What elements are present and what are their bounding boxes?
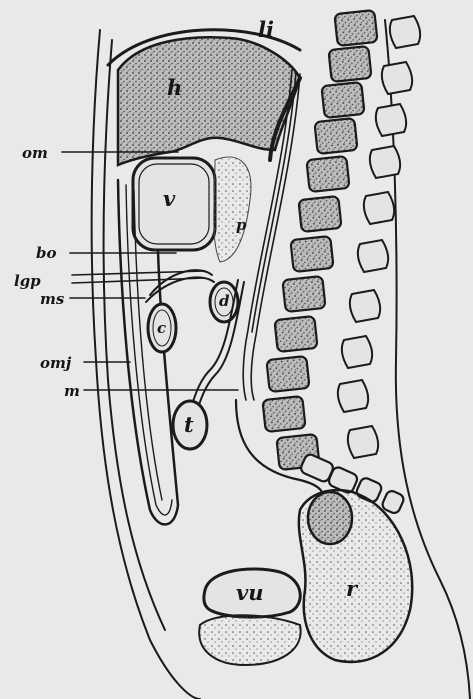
spinous-process: [382, 62, 412, 94]
label-omj: omj: [40, 354, 72, 372]
vertebra: [274, 316, 317, 352]
vertebra: [334, 10, 377, 46]
spinous-process: [376, 104, 406, 136]
vertebra: [321, 82, 364, 118]
label-li: li: [258, 17, 274, 42]
vertebra: [306, 156, 349, 192]
label-bo: bo: [36, 244, 57, 262]
spinous-process: [342, 336, 372, 368]
vertebra: [290, 236, 333, 272]
label-om: om: [22, 144, 48, 162]
spinous-process: [390, 16, 420, 48]
vertebra: [298, 196, 341, 232]
label-p: p: [236, 216, 247, 234]
spinous-process: [370, 146, 400, 178]
label-c: c: [157, 319, 166, 337]
label-m: m: [64, 382, 80, 400]
label-ms: ms: [40, 290, 65, 308]
spinous-process: [348, 426, 378, 458]
pancreas: [214, 157, 251, 262]
label-t: t: [184, 412, 194, 437]
vertebra: [262, 396, 305, 432]
vertebra: [282, 276, 325, 312]
vertebra: [266, 356, 309, 392]
label-v: v: [163, 186, 176, 211]
vertebra: [314, 118, 357, 154]
spinous-process: [338, 380, 368, 412]
spinous-process: [364, 192, 394, 224]
label-lgp: lgp: [14, 272, 41, 290]
label-vu: vu: [236, 580, 263, 605]
spinous-process: [358, 240, 388, 272]
spinous-process: [350, 290, 380, 322]
label-r: r: [346, 576, 359, 601]
liver: [108, 30, 300, 165]
label-h: h: [167, 75, 182, 100]
label-d: d: [219, 292, 230, 310]
vertebra: [328, 46, 371, 82]
